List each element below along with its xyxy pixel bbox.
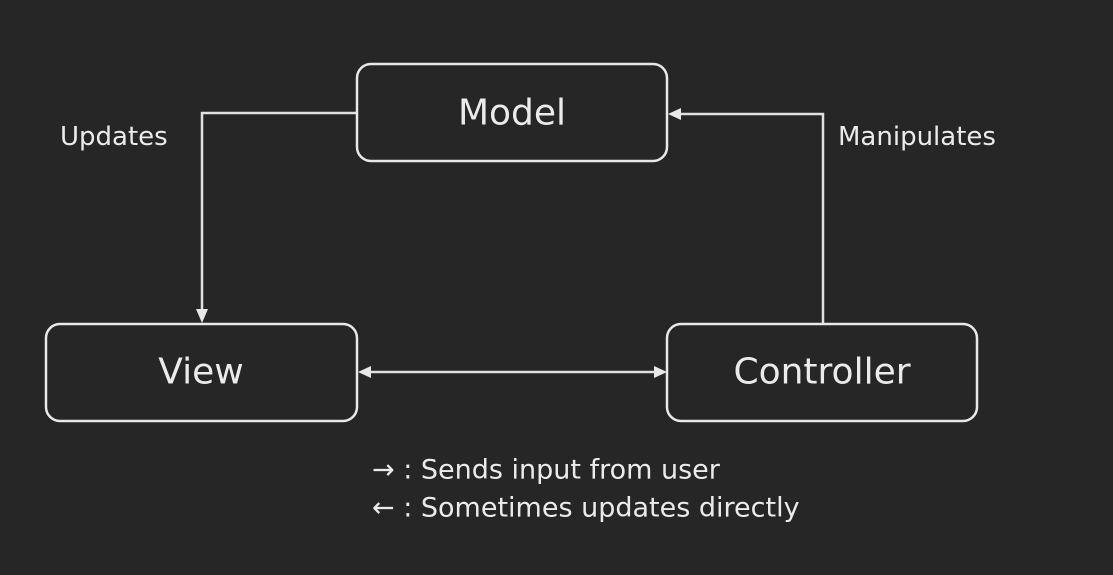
view-label: View [158, 352, 243, 393]
controller-node: Controller [665, 322, 979, 423]
view-node: View [44, 322, 359, 423]
legend-line-forward: → : Sends input from user [372, 455, 721, 486]
view-controller-arrowhead-left [358, 366, 371, 378]
controller-box [665, 322, 979, 423]
updates-label: Updates [60, 122, 168, 152]
view-controller-arrowhead-right [654, 366, 667, 378]
manipulates-connector [680, 112, 825, 323]
legend-line-backward: ← : Sometimes updates directly [372, 493, 800, 524]
updates-connector [200, 111, 357, 312]
manipulates-label: Manipulates [838, 122, 996, 152]
model-label: Model [458, 93, 566, 134]
model-node: Model [355, 62, 669, 163]
updates-arrowhead [196, 309, 208, 323]
controller-label: Controller [733, 352, 910, 393]
view-box [44, 322, 359, 423]
manipulates-arrowhead [668, 108, 681, 120]
model-box [355, 62, 669, 163]
